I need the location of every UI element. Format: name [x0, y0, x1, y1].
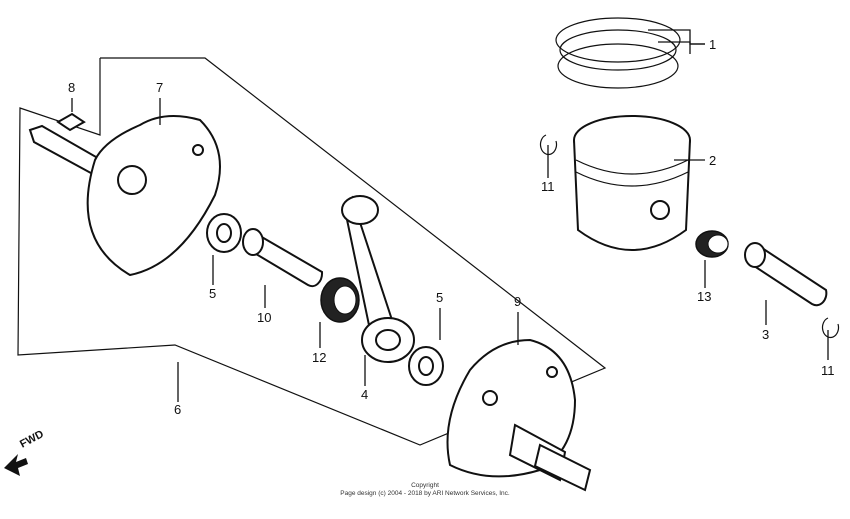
fwd-arrow-icon: [4, 454, 28, 476]
piston-pin: [744, 242, 828, 307]
thrust-washer-left: [206, 213, 242, 253]
callout-10: 10: [257, 310, 271, 325]
callout-7: 7: [156, 80, 163, 95]
callout-11-right: 11: [821, 363, 835, 378]
copyright-notice: Copyright Page design (c) 2004 - 2018 by…: [330, 482, 520, 498]
callout-5-left: 5: [209, 286, 216, 301]
connecting-rod: [341, 195, 415, 363]
copyright-line-1: Copyright: [411, 482, 439, 489]
callout-2: 2: [709, 153, 716, 168]
callout-3: 3: [762, 327, 769, 342]
callout-13: 13: [697, 289, 711, 304]
needle-bearing-small-end: [695, 230, 729, 258]
callout-5-right: 5: [436, 290, 443, 305]
callout-12: 12: [312, 350, 326, 365]
callout-4: 4: [361, 387, 368, 402]
crank-pin: [242, 228, 324, 288]
copyright-line-2: Page design (c) 2004 - 2018 by ARI Netwo…: [340, 490, 510, 497]
right-crank-half: [446, 338, 592, 492]
callout-8: 8: [68, 80, 75, 95]
callout-9: 9: [514, 294, 521, 309]
circlip-left: [539, 134, 558, 156]
callout-11-left: 11: [541, 179, 555, 194]
callout-1: 1: [709, 37, 716, 52]
left-crank-half: [28, 115, 221, 277]
piston-rings: [555, 17, 681, 89]
thrust-washer-right: [408, 346, 444, 386]
circlip-right: [821, 317, 840, 339]
woodruff-key: [56, 112, 86, 132]
needle-bearing-big-end: [320, 277, 360, 323]
callout-6: 6: [174, 402, 181, 417]
piston: [573, 115, 691, 251]
leader-lines: [71, 29, 829, 402]
